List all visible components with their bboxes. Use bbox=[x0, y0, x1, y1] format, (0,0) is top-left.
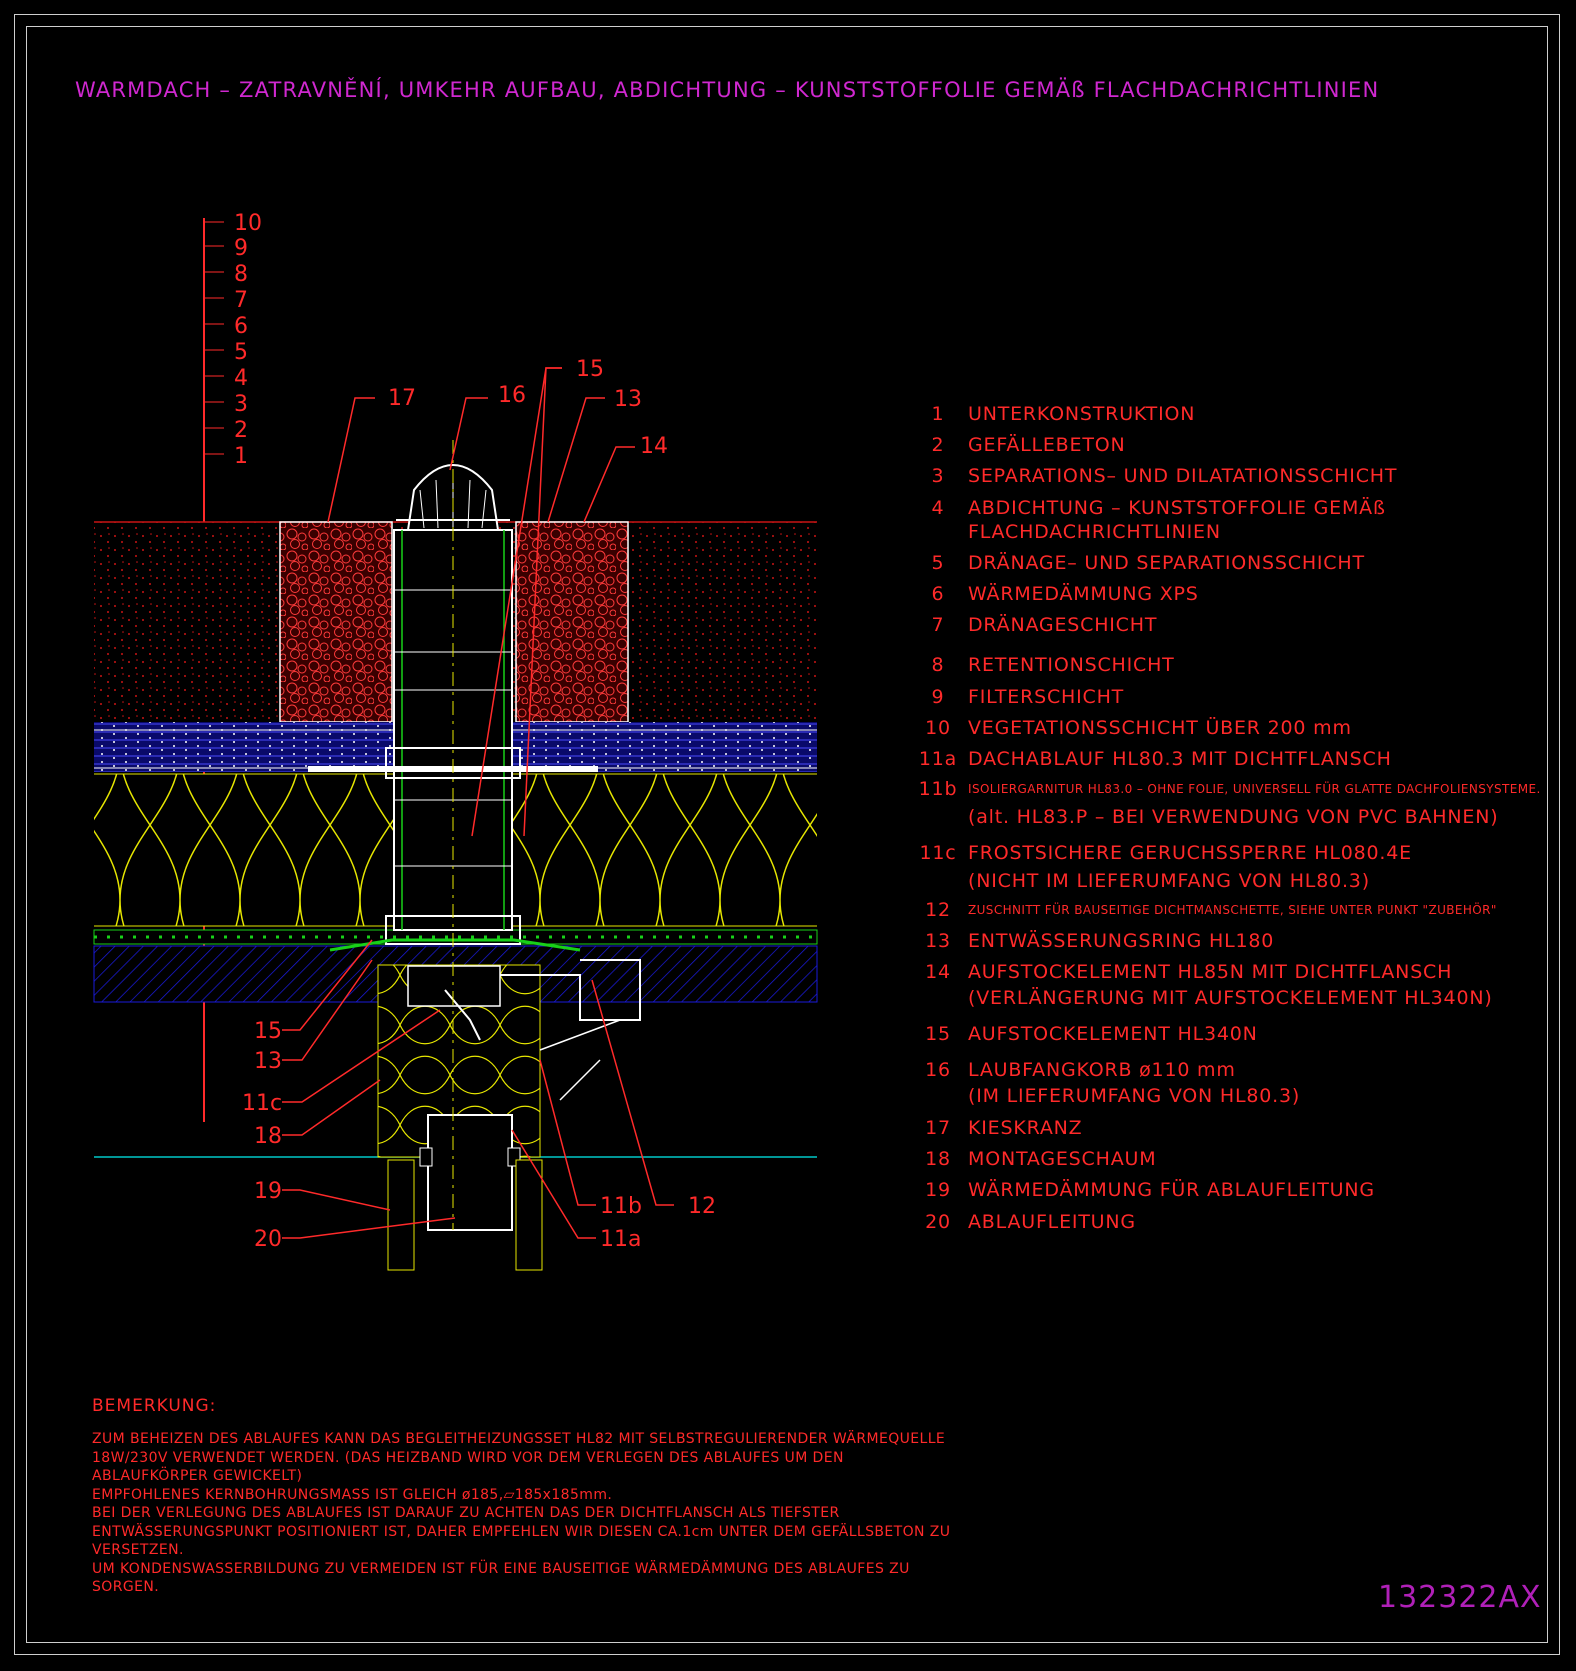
callout-15-left: 15 bbox=[254, 1019, 282, 1044]
scale-label-3: 3 bbox=[234, 392, 248, 417]
note-line: ENTWÄSSERUNGSPUNKT POSITIONIERT IST, DAH… bbox=[92, 1523, 951, 1540]
callout-11c: 11c bbox=[242, 1091, 282, 1116]
layer-scale: 10 9 8 7 6 5 4 3 2 1 bbox=[204, 211, 262, 469]
drawing-frame-inner bbox=[26, 26, 1548, 1643]
note-line: ABLAUFKÖRPER GEWICKELT) bbox=[92, 1468, 303, 1484]
downpipe bbox=[427, 1114, 513, 1231]
callout-17: 17 bbox=[388, 386, 416, 411]
callout-11a: 11a bbox=[600, 1227, 641, 1252]
roof-drain bbox=[308, 440, 641, 1271]
drawing-frame-outer bbox=[14, 14, 1560, 1655]
note-line: UM KONDENSWASSERBILDUNG ZU VERMEIDEN IST… bbox=[92, 1560, 910, 1577]
callout-12: 12 bbox=[688, 1194, 716, 1219]
callout-11b: 11b bbox=[600, 1194, 642, 1219]
leader-lines bbox=[282, 367, 674, 1239]
note-line: 18W/230V VERWENDET WERDEN. (DAS HEIZBAND… bbox=[92, 1449, 844, 1466]
scale-label-7: 7 bbox=[234, 288, 248, 313]
note-line: SORGEN. bbox=[92, 1579, 160, 1595]
scale-label-9: 9 bbox=[234, 236, 248, 261]
callout-14: 14 bbox=[640, 434, 668, 459]
scale-label-4: 4 bbox=[234, 366, 248, 391]
scale-label-5: 5 bbox=[234, 340, 248, 365]
side-outlet bbox=[500, 959, 641, 1021]
drawing-id: 132322AX bbox=[1378, 1580, 1542, 1615]
note-line: ZUM BEHEIZEN DES ABLAUFES KANN DAS BEGLE… bbox=[92, 1431, 946, 1447]
scale-label-2: 2 bbox=[234, 418, 248, 443]
notes-heading: BEMERKUNG: bbox=[92, 1396, 217, 1416]
scale-label-6: 6 bbox=[234, 314, 248, 339]
callout-15-top: 15 bbox=[576, 357, 604, 382]
pipe-insulation-right bbox=[515, 1159, 543, 1271]
callout-18: 18 bbox=[254, 1124, 282, 1149]
gravel-ring-right bbox=[515, 521, 629, 723]
note-line: VERSETZEN. bbox=[92, 1542, 184, 1558]
callout-13-left: 13 bbox=[254, 1049, 282, 1074]
drawing-title: WARMDACH – ZATRAVNĚNÍ, UMKEHR AUFBAU, AB… bbox=[75, 78, 1380, 102]
gravel-ring-left bbox=[279, 521, 393, 723]
callout-13-top: 13 bbox=[614, 387, 642, 412]
waterproofing-membrane bbox=[93, 929, 818, 945]
scale-label-1: 1 bbox=[234, 444, 248, 469]
notes-block: BEMERKUNG: ZUM BEHEIZEN DES ABLAUFES KAN… bbox=[92, 1396, 951, 1597]
callout-19: 19 bbox=[254, 1179, 282, 1204]
callout-16: 16 bbox=[498, 383, 526, 408]
scale-label-8: 8 bbox=[234, 262, 248, 287]
callout-20: 20 bbox=[254, 1227, 282, 1252]
note-line: EMPFOHLENES KERNBOHRUNGSMASS IST GLEICH … bbox=[92, 1486, 613, 1503]
note-line: BEI DER VERLEGUNG DES ABLAUFES IST DARAU… bbox=[92, 1505, 840, 1521]
scale-label-10: 10 bbox=[234, 211, 262, 236]
pipe-insulation-left bbox=[387, 1159, 415, 1271]
